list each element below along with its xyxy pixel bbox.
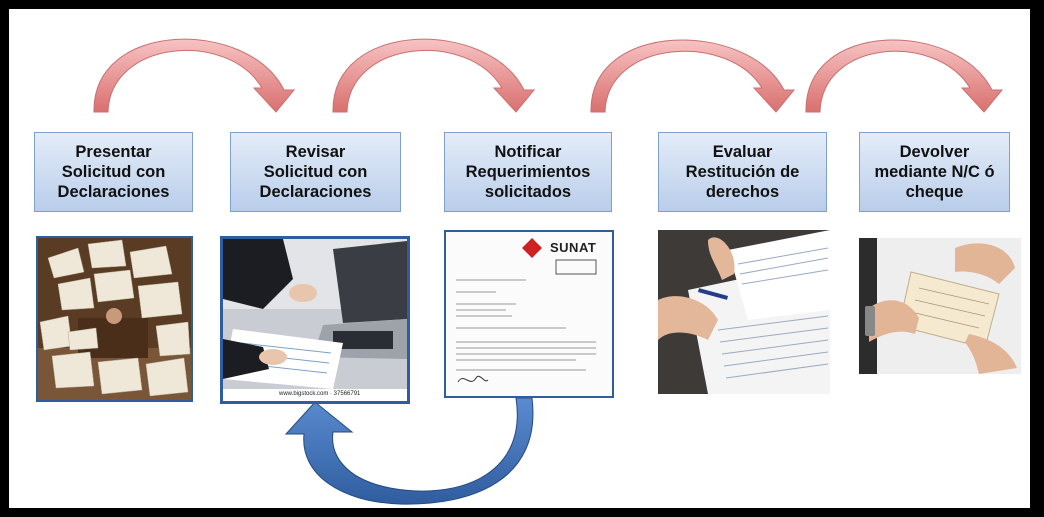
step-box-evaluar: Evaluar Restitución de derechos — [658, 132, 827, 212]
step-label: Revisar Solicitud con Declaraciones — [259, 143, 372, 201]
forms-photo — [658, 230, 830, 394]
step-label: Evaluar Restitución de derechos — [685, 143, 800, 201]
laptop-typing-photo: www.bigstock.com · 37566791 — [220, 236, 410, 404]
step-box-devolver: Devolver mediante N/C ó cheque — [859, 132, 1010, 212]
paper-piles-photo — [36, 236, 193, 402]
step-label: Notificar Requerimientos solicitados — [465, 143, 591, 201]
cheque-handover-photo — [859, 238, 1021, 374]
photo-caption: www.bigstock.com · 37566791 — [279, 391, 361, 397]
step-box-notificar: Notificar Requerimientos solicitados — [444, 132, 612, 212]
sunat-document-photo: SUNAT — [444, 230, 614, 398]
step-box-presentar: Presentar Solicitud con Declaraciones — [34, 132, 193, 212]
step-label: Presentar Solicitud con Declaraciones — [57, 143, 170, 201]
sunat-logo: SUNAT — [550, 240, 597, 255]
step-label: Devolver mediante N/C ó cheque — [874, 143, 995, 201]
step-box-revisar: Revisar Solicitud con Declaraciones — [230, 132, 401, 212]
